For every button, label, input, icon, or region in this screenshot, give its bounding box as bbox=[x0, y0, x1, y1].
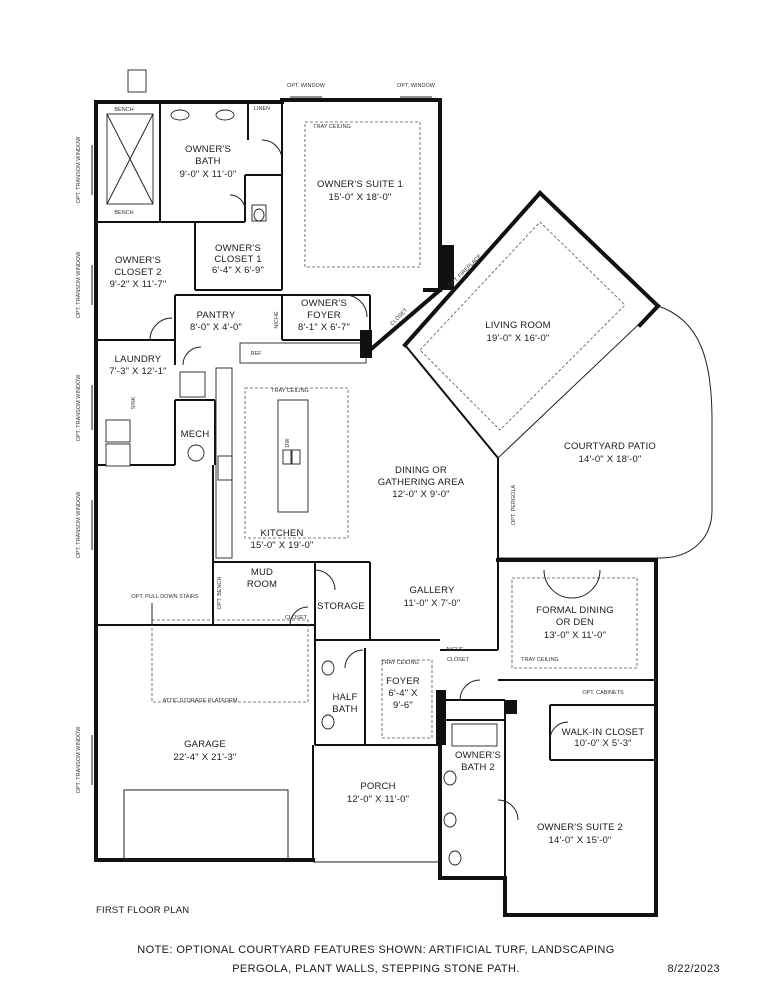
laundry-name: LAUNDRY bbox=[115, 354, 162, 365]
opt-transom-1: OPT. TRANSOM WINDOW bbox=[76, 136, 82, 204]
living-room-size: 19'-0" X 16'-0" bbox=[486, 333, 549, 344]
walk-in-closet-size: 10'-0" X 5'-3" bbox=[574, 738, 632, 749]
owners-closet-1-size: 6'-4" X 6'-9" bbox=[212, 265, 264, 276]
owners-bath-name2: BATH bbox=[195, 156, 220, 167]
living-room-name: LIVING ROOM bbox=[485, 320, 551, 331]
half-bath-name: HALF bbox=[332, 692, 357, 703]
owners-closet-2-name: OWNER'S bbox=[115, 255, 161, 266]
opt-pull-down-stairs: OPT. PULL DOWN STAIRS bbox=[131, 594, 199, 600]
tray-ceilings bbox=[244, 121, 638, 739]
tray-ceiling-kitchen: TRAY CEILING bbox=[271, 388, 309, 394]
opt-window-1: OPT. WINDOW bbox=[287, 83, 326, 89]
note-line-2: PERGOLA, PLANT WALLS, STEPPING STONE PAT… bbox=[232, 963, 520, 975]
opt-pergola-label: OPT. PERGOLA bbox=[511, 485, 517, 526]
attic-storage-label: ATTIC STORAGE PLATFORM bbox=[163, 698, 238, 704]
opt-transom-3: OPT. TRANSOM WINDOW bbox=[76, 374, 82, 442]
kitchen-name: KITCHEN bbox=[260, 528, 303, 539]
kitchen-size: 15'-0" X 19'-0" bbox=[250, 540, 313, 551]
opt-transom-4: OPT. TRANSOM WINDOW bbox=[76, 491, 82, 559]
plan-date: 8/22/2023 bbox=[667, 963, 720, 975]
porch-name: PORCH bbox=[360, 781, 395, 792]
owners-suite-2-name: OWNER'S SUITE 2 bbox=[537, 822, 623, 833]
bench-top-label: BENCH bbox=[114, 107, 133, 113]
room-labels: OWNER'S BATH 9'-0" X 11'-0" OWNER'S SUIT… bbox=[109, 144, 656, 846]
storage-name: STORAGE bbox=[317, 601, 365, 612]
niche-label-2: NICHE bbox=[446, 647, 463, 653]
owners-bath-2-name2: BATH 2 bbox=[461, 762, 495, 773]
owners-closet-1-name2: CLOSET 1 bbox=[214, 254, 261, 265]
sink-label: SINK bbox=[131, 396, 137, 409]
half-bath-name2: BATH bbox=[332, 704, 357, 715]
formal-dining-size: 13'-0" X 11'-0" bbox=[544, 630, 606, 641]
tray-ceiling-suite1: TRAY CEILING bbox=[313, 124, 351, 130]
optional-windows bbox=[91, 96, 432, 785]
owners-closet-1-name: OWNER'S bbox=[215, 243, 261, 254]
foyer-size: 6'-4" X bbox=[388, 688, 418, 699]
mud-room-name2: ROOM bbox=[247, 579, 277, 590]
closet-label-gallery: CLOSET bbox=[447, 657, 470, 663]
pantry-size: 8'-0" X 4'-0" bbox=[190, 322, 242, 333]
closet-label-mud: CLOSET bbox=[285, 615, 308, 621]
pantry-name: PANTRY bbox=[197, 310, 236, 321]
owners-suite-1-size: 15'-0" X 18'-0" bbox=[328, 192, 391, 203]
note-line-1: NOTE: OPTIONAL COURTYARD FEATURES SHOWN:… bbox=[137, 944, 614, 956]
garage-area bbox=[96, 603, 309, 861]
courtyard-patio-name: COURTYARD PATIO bbox=[564, 441, 656, 452]
door-swings bbox=[149, 139, 601, 821]
foyer-name: FOYER bbox=[386, 676, 420, 687]
formal-dining-name2: OR DEN bbox=[556, 617, 594, 628]
formal-dining-name: FORMAL DINING bbox=[536, 605, 614, 616]
mud-room-name: MUD bbox=[251, 567, 273, 578]
opt-cabinets-label: OPT. CABINETS bbox=[582, 690, 624, 696]
tray-ceiling-dining: TRAY CEILING bbox=[521, 657, 559, 663]
dining-gathering-size: 12'-0" X 9'-0" bbox=[392, 489, 450, 500]
tray-ceiling-foyer: TRAY CEILING bbox=[381, 660, 419, 666]
kitchen-fixtures bbox=[179, 342, 367, 559]
opt-window-2: OPT. WINDOW bbox=[397, 83, 436, 89]
owners-suite-2-size: 14'-0" X 15'-0" bbox=[548, 835, 611, 846]
opt-transom-2: OPT. TRANSOM WINDOW bbox=[76, 251, 82, 319]
dining-gathering-name2: GATHERING AREA bbox=[378, 477, 465, 488]
bench-bottom-label: BENCH bbox=[114, 210, 133, 216]
porch-size: 12'-0" X 11'-0" bbox=[347, 794, 409, 805]
owners-foyer-name: OWNER'S bbox=[301, 298, 347, 309]
bath-fixtures bbox=[105, 69, 498, 866]
walk-in-closet-name: WALK-IN CLOSET bbox=[562, 727, 645, 738]
niche-label-1: NICHE bbox=[274, 311, 280, 328]
linen-label: LINEN bbox=[254, 106, 270, 112]
gallery-size: 11'-0" X 7'-0" bbox=[404, 598, 461, 609]
foyer-size2: 9'-6" bbox=[393, 700, 413, 711]
owners-bath-size: 9'-0" X 11'-0" bbox=[180, 169, 237, 180]
owners-closet-2-size: 9'-2" X 11'-7" bbox=[110, 279, 167, 290]
opt-bench-label: OPT. BENCH bbox=[217, 576, 223, 609]
owners-suite-1-name: OWNER'S SUITE 1 bbox=[317, 179, 403, 190]
mech-name: MECH bbox=[181, 429, 210, 440]
courtyard-patio-size: 14'-0" X 18'-0" bbox=[578, 454, 641, 465]
interior-walls bbox=[95, 102, 656, 878]
owners-closet-2-name2: CLOSET 2 bbox=[114, 267, 161, 278]
owners-bath-name: OWNER'S bbox=[185, 144, 231, 155]
plan-title: FIRST FLOOR PLAN bbox=[96, 905, 189, 916]
plan-footer: FIRST FLOOR PLAN NOTE: OPTIONAL COURTYAR… bbox=[96, 905, 720, 975]
gallery-name: GALLERY bbox=[409, 585, 455, 596]
garage-size: 22'-4" X 21'-3" bbox=[173, 752, 236, 763]
dw-label: DW bbox=[285, 438, 291, 448]
owners-bath-2-name: OWNER'S bbox=[455, 750, 501, 761]
dining-gathering-name: DINING OR bbox=[395, 465, 447, 476]
garage-name: GARAGE bbox=[184, 739, 226, 750]
ref-label: REF bbox=[251, 351, 263, 357]
owners-foyer-name2: FOYER bbox=[307, 310, 341, 321]
owners-foyer-size: 8'-1" X 6'-7" bbox=[298, 322, 350, 333]
opt-transom-5: OPT. TRANSOM WINDOW bbox=[76, 726, 82, 794]
laundry-size: 7'-3" X 12'-1" bbox=[109, 366, 167, 377]
wall-blocks bbox=[360, 245, 517, 745]
